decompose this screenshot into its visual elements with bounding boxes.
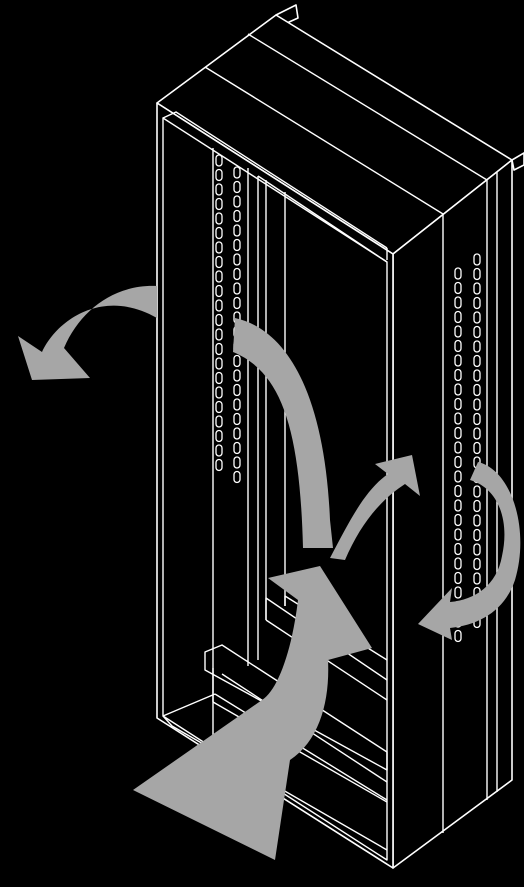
cabinet-side-face — [393, 160, 512, 868]
exhaust-arrow-left — [18, 286, 157, 380]
